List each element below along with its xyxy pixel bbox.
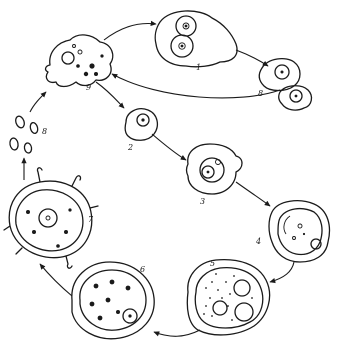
arrow-4-to-5 xyxy=(270,262,294,282)
label-stage-3: 3 xyxy=(200,197,205,206)
arrow-1-to-8 xyxy=(236,50,268,66)
arrow-6-to-7 xyxy=(40,264,72,296)
cycle-arrows xyxy=(24,24,294,337)
arrow-9-to-2 xyxy=(96,82,124,108)
label-stage-7: 7 xyxy=(88,215,94,224)
label-stage-1: 1 xyxy=(196,63,201,72)
stage-1-binucleate-cell xyxy=(155,11,237,67)
stage-8-dividing-cells xyxy=(259,59,311,110)
stage-7-large-cell xyxy=(4,168,98,268)
stage-5-cyst-granular xyxy=(187,260,269,335)
arrow-5-to-6 xyxy=(154,330,200,336)
arrow-3-to-4 xyxy=(236,182,270,206)
stage-3-cell xyxy=(187,144,243,194)
label-stage-8-left: 8 xyxy=(42,127,47,136)
label-stage-5: 5 xyxy=(210,259,215,268)
label-stage-8-right: 8 xyxy=(258,89,263,98)
label-stage-6: 6 xyxy=(140,265,145,274)
stage-8-ring-forms xyxy=(9,115,39,154)
label-stage-9: 9 xyxy=(86,83,91,92)
stage-2-small-cell xyxy=(125,109,157,141)
arrow-2-to-3 xyxy=(152,134,186,160)
label-stage-2: 2 xyxy=(127,143,133,152)
arrow-8-to-9-left xyxy=(30,92,46,112)
label-stage-4: 4 xyxy=(255,237,261,246)
arrow-9-to-1 xyxy=(104,24,156,40)
arrow-8-to-9 xyxy=(112,74,280,98)
stage-4-cyst xyxy=(269,201,329,262)
stage-9-amoeboid-cell xyxy=(46,35,113,87)
